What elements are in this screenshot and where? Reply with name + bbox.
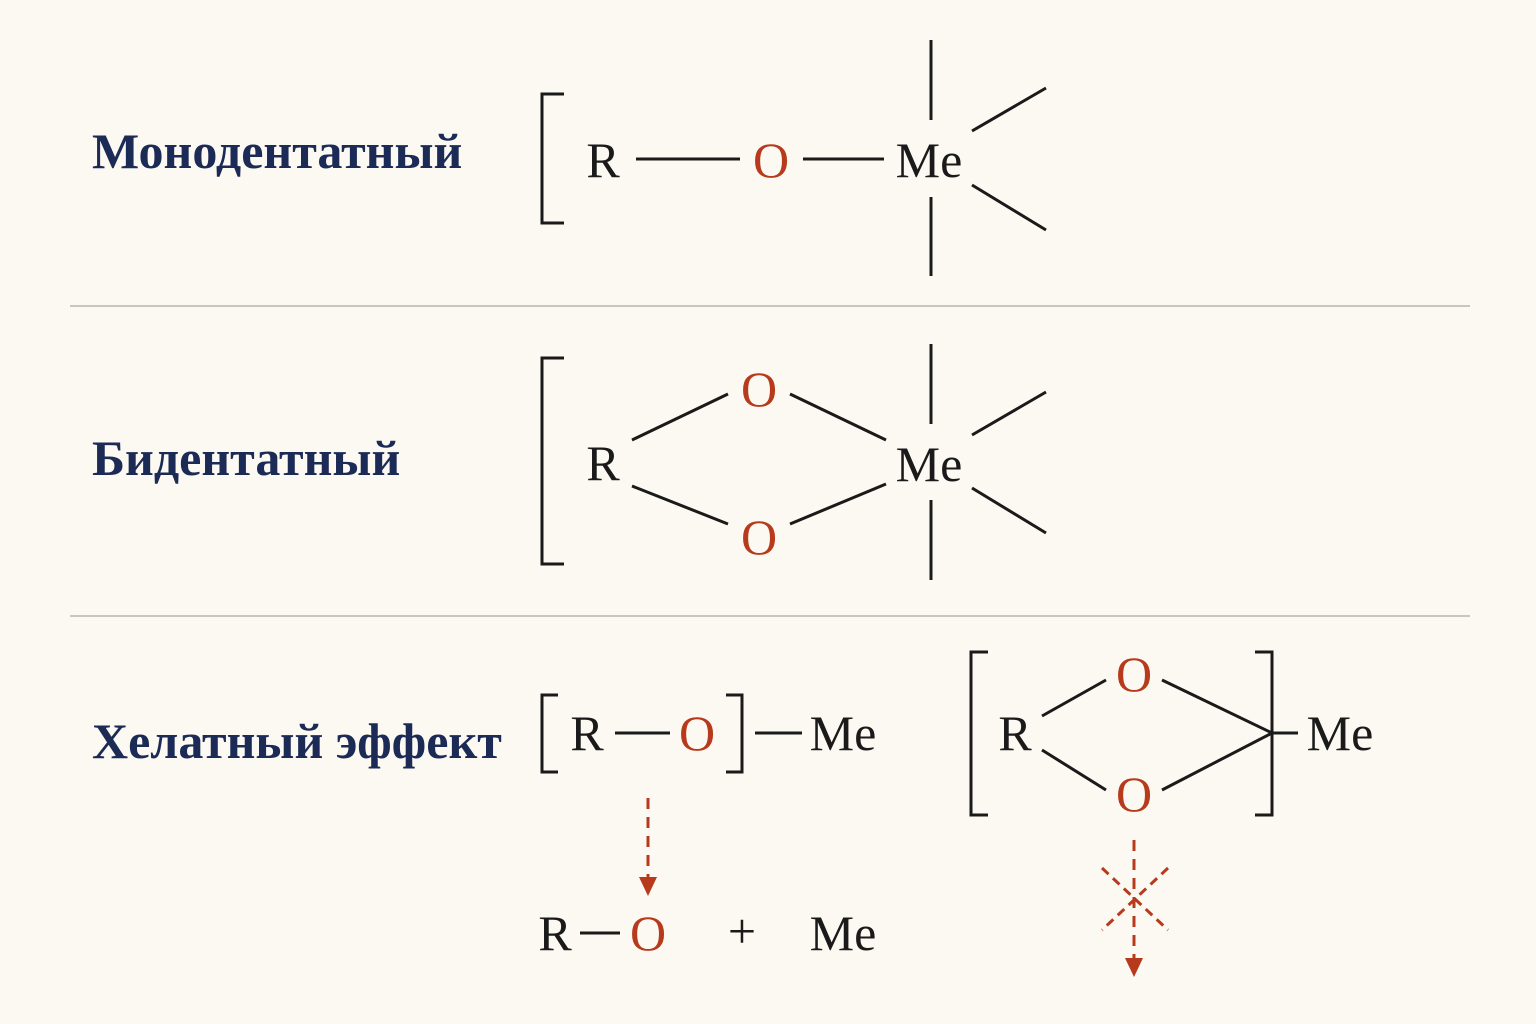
right-bracket — [726, 693, 744, 774]
heading-bidentate: Бидентатный — [92, 430, 401, 486]
atom-oxygen: O — [753, 132, 789, 188]
atom-metal: Me — [1307, 705, 1374, 761]
bond-o-bottom-center — [1161, 731, 1273, 792]
monodentate-structure: R O Me — [540, 40, 1047, 276]
atom-r: R — [570, 705, 604, 761]
chelate-structure: R O O Me — [969, 646, 1374, 977]
bond-me-upper-right — [971, 390, 1047, 437]
atom-metal: Me — [810, 705, 877, 761]
atom-oxygen-bottom: O — [1116, 766, 1152, 822]
atom-oxygen-bottom: O — [741, 509, 777, 565]
atom-r: R — [586, 132, 620, 188]
left-bracket — [540, 356, 564, 566]
plus-sign: + — [728, 903, 756, 959]
bond-o-top-center — [1161, 678, 1273, 735]
product-metal: Me — [810, 905, 877, 961]
atom-oxygen-top: O — [1116, 646, 1152, 702]
atom-oxygen: O — [679, 705, 715, 761]
bond-r-o-top — [1041, 678, 1107, 718]
atom-oxygen-top: O — [741, 361, 777, 417]
monodentate-dissociation: R O Me R O + Me — [538, 693, 877, 961]
bond-me-lower-right — [971, 183, 1047, 232]
bond-r-o-top — [631, 392, 729, 442]
heading-chelate-effect: Хелатный эффект — [92, 713, 502, 769]
left-bracket — [540, 693, 558, 774]
left-bracket — [540, 92, 564, 225]
product-oxygen: O — [630, 905, 666, 961]
bond-r-o-bottom — [631, 484, 729, 526]
bond-me-lower-right — [971, 486, 1047, 535]
bond-o-bottom-me — [789, 482, 887, 526]
arrow-head — [639, 877, 657, 896]
heading-monodentate: Монодентатный — [92, 123, 463, 179]
atom-r: R — [586, 435, 620, 491]
bond-r-o-bottom — [1041, 748, 1107, 792]
bond-o-top-me — [789, 392, 887, 442]
bond-me-upper-right — [971, 86, 1047, 133]
cross-mark-icon — [1100, 866, 1170, 932]
atom-metal: Me — [896, 132, 963, 188]
atom-metal: Me — [896, 436, 963, 492]
atom-r: R — [998, 705, 1032, 761]
left-bracket — [969, 650, 988, 817]
arrow-head — [1125, 958, 1143, 977]
bidentate-structure: R O O Me — [540, 344, 1047, 580]
product-r: R — [538, 905, 572, 961]
